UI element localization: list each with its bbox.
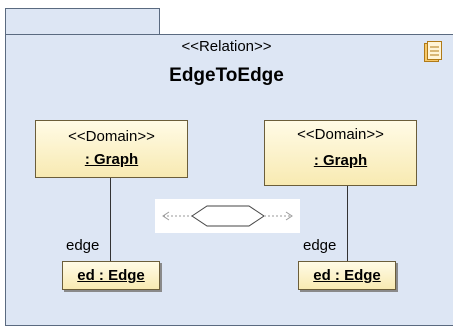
left-edge-target-box[interactable]: ed : Edge bbox=[62, 261, 160, 290]
document-icon[interactable] bbox=[424, 41, 442, 63]
left-edge-label: edge bbox=[66, 237, 100, 254]
left-domain-name: : Graph bbox=[84, 151, 139, 168]
relation-stereotype: <<Relation>> bbox=[181, 38, 272, 55]
right-edge-label: edge bbox=[303, 237, 337, 254]
right-edge-target-box[interactable]: ed : Edge bbox=[298, 261, 396, 290]
left-domain-box[interactable]: <<Domain>> : Graph bbox=[35, 120, 188, 178]
right-domain-name: : Graph bbox=[313, 152, 368, 169]
right-edge-target-name: ed : Edge bbox=[313, 267, 381, 284]
left-edge-target-name: ed : Edge bbox=[77, 267, 145, 284]
relation-name: EdgeToEdge bbox=[169, 65, 284, 86]
left-domain-stereotype: <<Domain>> bbox=[68, 128, 155, 145]
left-edge-line bbox=[110, 178, 111, 261]
right-domain-stereotype: <<Domain>> bbox=[297, 126, 384, 143]
hexagon-connector-icon[interactable] bbox=[155, 199, 300, 233]
frame-tab bbox=[5, 8, 160, 35]
right-edge-line bbox=[347, 186, 348, 261]
right-domain-box[interactable]: <<Domain>> : Graph bbox=[264, 120, 417, 186]
